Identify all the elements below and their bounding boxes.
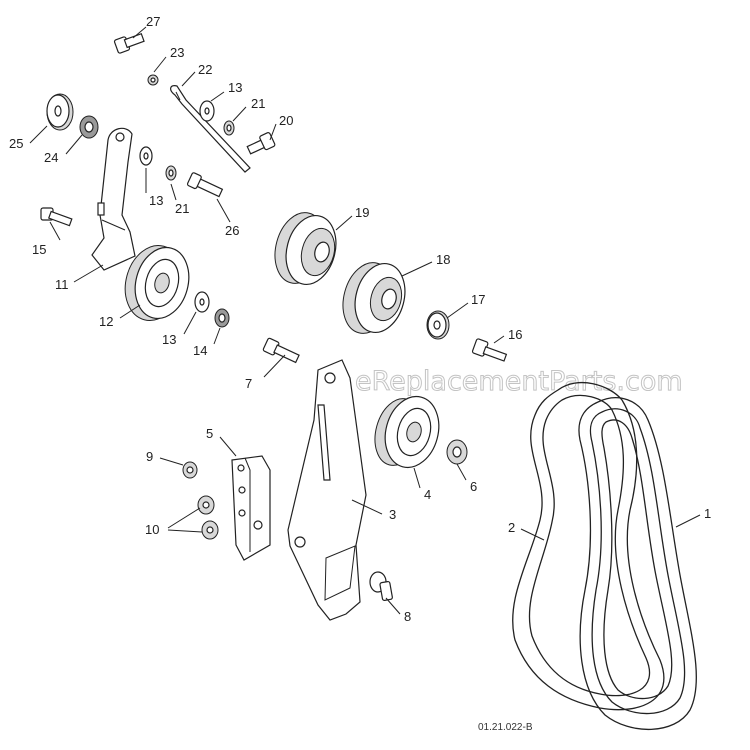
part-4-idler-pulley[interactable] <box>368 390 446 473</box>
callout-10: 10 <box>145 522 159 537</box>
part-5-plate[interactable] <box>231 455 271 561</box>
part-22-rod[interactable] <box>170 85 251 173</box>
callout-4: 4 <box>424 487 431 502</box>
part-19-v-pulley[interactable] <box>268 207 344 290</box>
callout-22: 22 <box>198 62 212 77</box>
callout-9: 9 <box>146 449 153 464</box>
part-24-nut[interactable] <box>79 115 99 139</box>
part-11-bracket[interactable] <box>91 127 136 271</box>
callout-21-middle: 21 <box>175 201 189 216</box>
callout-13-top: 13 <box>228 80 242 95</box>
part-15-bolt[interactable] <box>40 207 73 227</box>
callout-1: 1 <box>704 506 711 521</box>
callout-21-top: 21 <box>251 96 265 111</box>
callout-8: 8 <box>404 609 411 624</box>
part-2-belt[interactable] <box>512 381 665 711</box>
callout-27: 27 <box>146 14 160 29</box>
leader-lines <box>29 26 701 615</box>
callout-12: 12 <box>99 314 113 329</box>
callout-23: 23 <box>170 45 184 60</box>
part-8-bolt[interactable] <box>369 571 393 601</box>
callout-26: 26 <box>225 223 239 238</box>
callout-18: 18 <box>436 252 450 267</box>
part-14-nut[interactable] <box>214 308 230 328</box>
part-10-screw-upper[interactable] <box>197 495 215 515</box>
callout-25: 25 <box>9 136 23 151</box>
callout-7: 7 <box>245 376 252 391</box>
part-17-washer[interactable] <box>426 310 450 340</box>
part-16-bolt[interactable] <box>471 338 508 362</box>
part-7-bolt[interactable] <box>262 337 300 364</box>
callout-16: 16 <box>508 327 522 342</box>
part-26-bolt[interactable] <box>186 172 224 198</box>
callout-13-middle: 13 <box>149 193 163 208</box>
callout-17: 17 <box>471 292 485 307</box>
part-27-bolt[interactable] <box>113 32 145 54</box>
part-13-washer-top[interactable] <box>199 100 215 122</box>
callout-6: 6 <box>470 479 477 494</box>
callout-24: 24 <box>44 150 58 165</box>
part-13-washer-lower[interactable] <box>194 291 210 313</box>
part-18-v-pulley[interactable] <box>336 257 413 339</box>
part-9-screw[interactable] <box>182 461 198 479</box>
callout-14: 14 <box>193 343 207 358</box>
diagram-reference-code: 01.21.022-B <box>478 722 533 733</box>
callout-19: 19 <box>355 205 369 220</box>
callout-2: 2 <box>508 520 515 535</box>
callout-20: 20 <box>279 113 293 128</box>
callout-3: 3 <box>389 507 396 522</box>
callout-15: 15 <box>32 242 46 257</box>
callout-5: 5 <box>206 426 213 441</box>
part-21-nut-middle[interactable] <box>165 165 177 181</box>
part-13-washer-middle[interactable] <box>139 146 153 166</box>
part-12-idler-pulley[interactable] <box>117 239 196 327</box>
part-6-nut[interactable] <box>446 439 468 465</box>
part-21-nut-top[interactable] <box>223 120 235 136</box>
callout-labels: 27 23 22 13 21 20 25 24 13 21 26 15 11 1… <box>9 14 711 624</box>
part-25-washer[interactable] <box>46 93 74 131</box>
part-23-nut[interactable] <box>147 74 159 86</box>
part-10-screw-lower[interactable] <box>201 520 219 540</box>
callout-13-lower: 13 <box>162 332 176 347</box>
part-20-bolt[interactable] <box>246 132 276 155</box>
part-1-belt[interactable] <box>578 397 697 731</box>
part-3-tensioner-arm[interactable] <box>287 359 367 621</box>
callout-11: 11 <box>55 277 69 292</box>
watermark-text: eReplacementParts.com <box>355 366 683 397</box>
